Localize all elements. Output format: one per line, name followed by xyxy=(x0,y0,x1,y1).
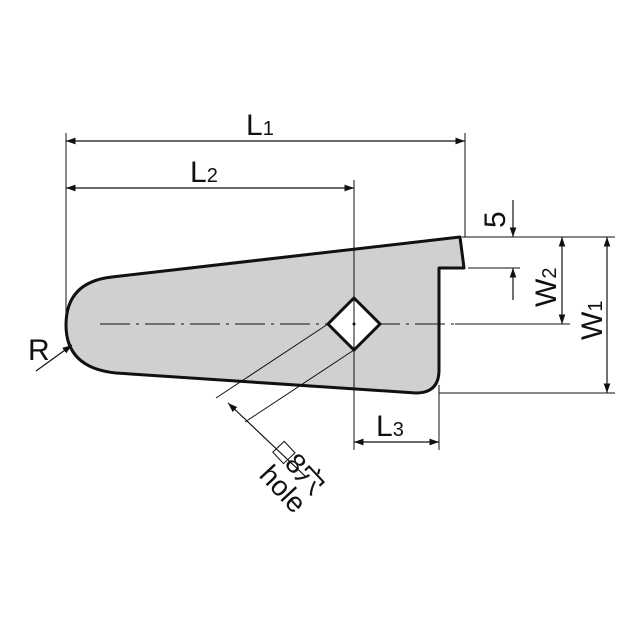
label-5: 5 xyxy=(479,211,512,228)
radius-leader xyxy=(35,344,73,372)
label-L1: L1 xyxy=(246,109,274,142)
hole-dim-line xyxy=(227,402,306,477)
hole-ext-line-2 xyxy=(244,349,355,423)
label-L2: L2 xyxy=(190,156,218,189)
label-R: R xyxy=(28,334,50,367)
label-W1: W1 xyxy=(576,301,609,340)
hole-ext-line-1 xyxy=(215,323,329,399)
part-body xyxy=(64,235,466,395)
label-L3: L3 xyxy=(376,410,404,443)
label-W2: W2 xyxy=(530,268,563,307)
